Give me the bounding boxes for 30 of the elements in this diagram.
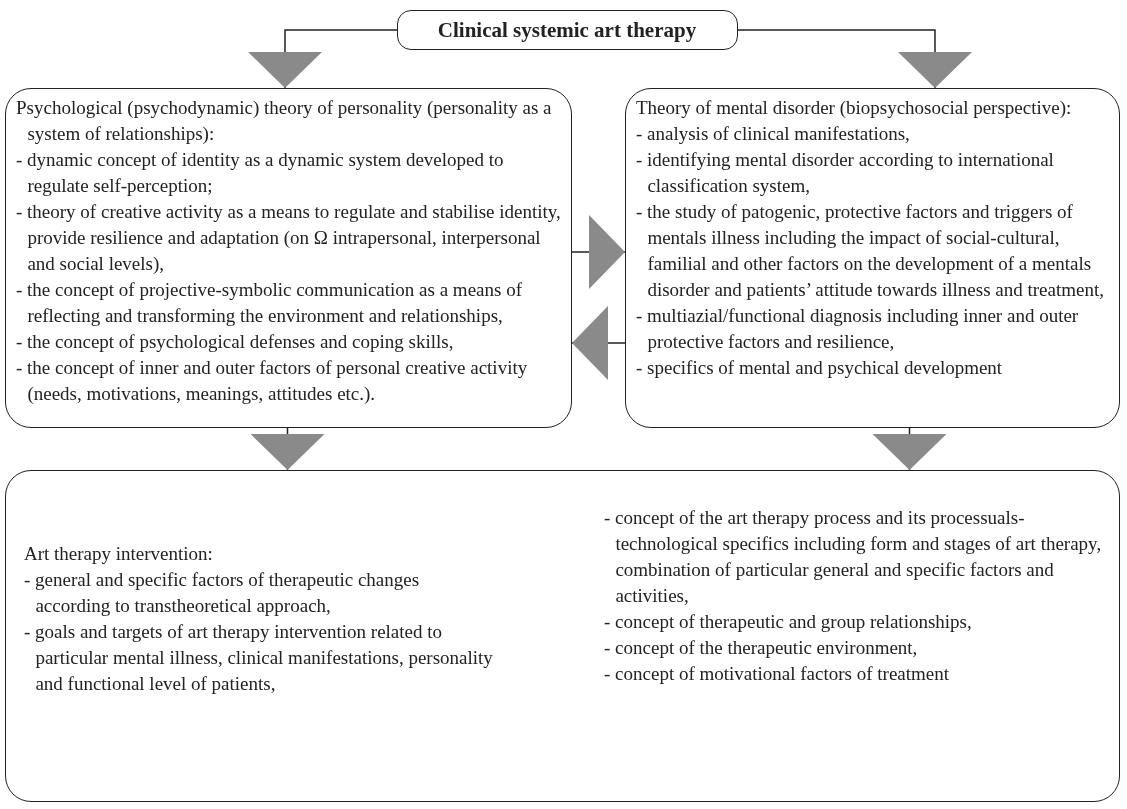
list-item: - the concept of psychological defenses and coping skills,	[16, 330, 455, 354]
arrow	[872, 427, 947, 471]
list-item: - the concept of inner and outer factors of personal creative activity (needs, motivations, meanings, attitudes etc.).	[16, 356, 529, 406]
list-item: - analysis of clinical manifestations,	[636, 122, 911, 146]
text-box	[5, 88, 572, 428]
title: Clinical systemic art therapy	[436, 17, 698, 44]
text-box	[5, 470, 1120, 802]
heading: Art therapy intervention:	[24, 542, 214, 566]
list-item: - identifying mental disorder according to international classification system,	[636, 148, 1055, 198]
list-item: - theory of creative activity as a means to regulate and stabilise identity, provide resilience and adaptation (on Ω intrapersonal, interpersonal and social levels),	[16, 200, 561, 276]
list-item: - multiazial/functional diagnosis including inner and outer protective factors and resilience,	[636, 304, 1080, 354]
arrow	[737, 29, 972, 89]
title-box	[397, 10, 738, 50]
list-item: - specifics of mental and psychical development	[636, 356, 1004, 380]
heading: Theory of mental disorder (biopsychosocial perspective):	[636, 96, 1073, 120]
list-item: - concept of the art therapy process and its processuals-technological specifics including form and stages of art therapy, combination of particular general and specific factors and activities,	[604, 506, 1103, 608]
arrow	[248, 29, 398, 89]
heading: Psychological (psychodynamic) theory of personality (personality as a system of relationships):	[16, 96, 553, 146]
text-box	[625, 88, 1120, 428]
arrow	[571, 306, 626, 380]
list-item: - concept of the therapeutic environment,	[604, 636, 919, 660]
list-item: - concept of therapeutic and group relationships,	[604, 610, 973, 634]
arrow	[571, 215, 626, 289]
list-item: - dynamic concept of identity as a dynamic system developed to regulate self-perception;	[16, 148, 505, 198]
list-item: - general and specific factors of therapeutic changes according to transtheoretical approach,	[24, 568, 421, 618]
arrow	[250, 427, 325, 471]
list-item: - the study of patogenic, protective factors and triggers of mentals illness including the impact of social-cultural, familial and other factors on the development of a mentals disorder and patients’ attitude towards illness and treatment,	[636, 200, 1105, 302]
list-item: - the concept of projective-symbolic communication as a means of reflecting and transforming the environment and relationships,	[16, 278, 523, 328]
list-item: - goals and targets of art therapy intervention related to particular mental illness, clinical manifestations, personality and functional level of patients,	[24, 620, 494, 696]
list-item: - concept of motivational factors of treatment	[604, 662, 951, 686]
